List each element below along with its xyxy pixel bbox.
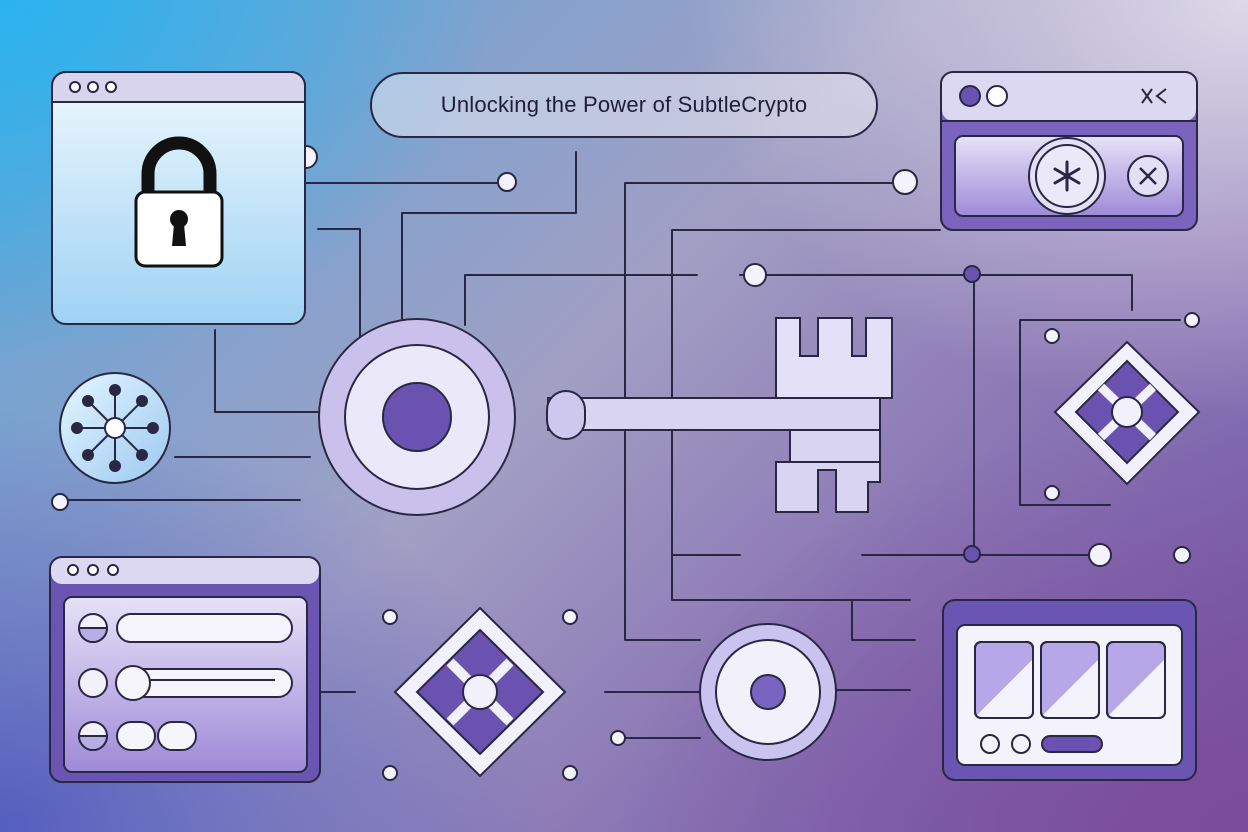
pager-dot xyxy=(980,734,1000,754)
action-pill xyxy=(1041,735,1103,753)
window-dot xyxy=(105,81,117,93)
window-dot xyxy=(986,85,1008,107)
pager-dot xyxy=(1011,734,1031,754)
junction-dot xyxy=(963,545,981,563)
option-pill xyxy=(157,721,197,751)
circuit-traces xyxy=(62,151,1181,739)
window-dot xyxy=(87,81,99,93)
text-field xyxy=(116,613,293,643)
form-window xyxy=(49,556,321,783)
target-icon xyxy=(699,623,837,761)
diamond-grid-icon xyxy=(1053,340,1201,486)
network-hub-icon xyxy=(59,372,171,484)
key-icon xyxy=(318,317,893,516)
option-pill xyxy=(116,721,156,751)
window-dot xyxy=(67,564,79,576)
title-banner: Unlocking the Power of SubtleCrypto xyxy=(370,72,878,138)
window-dot xyxy=(69,81,81,93)
lock-window xyxy=(51,71,306,325)
diamond-grid-icon xyxy=(393,606,567,778)
junction-dot xyxy=(963,265,981,283)
slider-handle xyxy=(115,665,151,701)
radio-button xyxy=(78,668,108,698)
window-dot xyxy=(107,564,119,576)
window-dot xyxy=(959,85,981,107)
asterisk-window xyxy=(940,71,1198,231)
gallery-window xyxy=(942,599,1197,781)
window-dot xyxy=(87,564,99,576)
lock-icon xyxy=(134,136,224,268)
chevron-left-icon xyxy=(1155,88,1167,104)
x-icon xyxy=(1141,88,1153,104)
page-title: Unlocking the Power of SubtleCrypto xyxy=(440,92,808,117)
asterisk-icon xyxy=(1028,137,1106,215)
connector-dots xyxy=(51,145,1200,781)
close-icon xyxy=(1127,155,1169,197)
